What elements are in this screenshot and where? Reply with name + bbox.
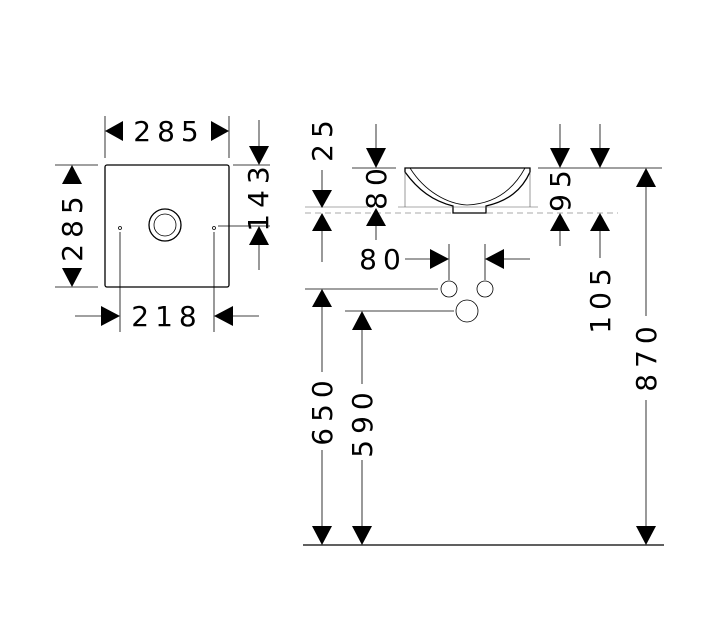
fixing-hole-left — [118, 226, 122, 230]
arrow — [312, 213, 332, 231]
drain-inner — [153, 213, 177, 237]
dim-rim-offset: 25 — [306, 114, 339, 162]
arrow — [62, 165, 82, 184]
drain-outer — [148, 208, 182, 242]
arrow — [550, 148, 570, 168]
arrow — [214, 306, 233, 326]
arrow — [636, 526, 656, 545]
fixing-hole-right — [212, 226, 216, 230]
arrow — [550, 213, 570, 231]
trap-outlet — [455, 299, 479, 323]
arrow — [352, 526, 372, 545]
basin-outline-plan — [104, 164, 230, 288]
basin-profile — [404, 167, 531, 214]
arrow — [366, 148, 386, 168]
plan-view: 285 285 218 143 — [55, 115, 275, 333]
arrow — [211, 121, 229, 141]
basin-inner-curve — [409, 167, 526, 206]
arrow — [312, 526, 332, 545]
arrow — [366, 208, 386, 226]
arrow — [312, 190, 332, 208]
dim-hole-spacing: 218 — [131, 300, 202, 333]
dim-total-height: 870 — [630, 320, 663, 391]
arrow — [430, 249, 449, 269]
dim-height-left: 285 — [56, 190, 89, 261]
dim-width-top: 285 — [133, 115, 204, 148]
dim-valve-height: 650 — [306, 374, 339, 445]
dim-bowl-depth: 80 — [360, 162, 393, 210]
arrow — [249, 146, 269, 165]
arrow — [249, 226, 269, 245]
arrow — [590, 213, 610, 231]
dim-drain-offset: 143 — [242, 160, 275, 231]
dim-drain-height: 95 — [544, 164, 577, 212]
dim-trap-height: 590 — [346, 386, 379, 457]
arrow — [636, 168, 656, 187]
arrow — [312, 289, 332, 307]
arrow — [485, 249, 504, 269]
arrow — [105, 121, 123, 141]
side-view: 25 80 95 105 80 — [303, 114, 664, 546]
arrow — [101, 306, 120, 326]
dim-valve-spacing: 80 — [359, 243, 407, 276]
arrow — [62, 268, 82, 287]
dim-valve-drop: 105 — [584, 262, 617, 333]
valve-right — [476, 280, 494, 298]
arrow — [352, 311, 372, 330]
valve-left — [440, 280, 458, 298]
arrow — [590, 148, 610, 168]
